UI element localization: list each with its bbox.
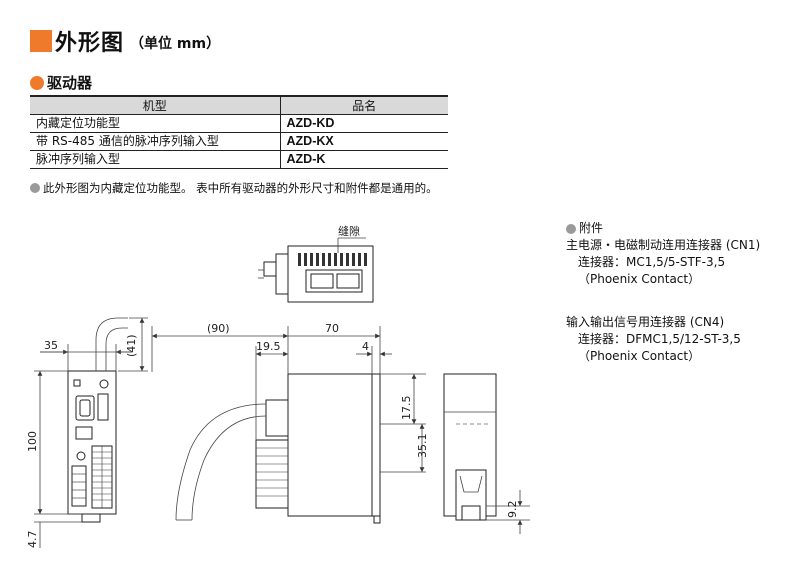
note-bullet-icon	[30, 183, 40, 193]
top-view-cable-stub	[263, 261, 277, 277]
page-title: 外形图 （单位 mm）	[30, 28, 221, 56]
table-cell-type: 脉冲序列输入型	[30, 150, 280, 169]
dim-35-1: 35.1	[416, 434, 429, 459]
top-view-vent-slots	[298, 253, 367, 266]
side-cn4-connector	[255, 439, 289, 509]
side-cable-connector	[265, 399, 289, 437]
front-led-icon	[99, 379, 109, 389]
accessory-maker: （Phoenix Contact）	[578, 349, 701, 363]
front-rotary-switch-icon	[76, 451, 86, 461]
dim-cable-41: (41)	[125, 334, 138, 357]
front-small-connector	[75, 426, 93, 440]
dim-bottom-4-7: 4.7	[26, 531, 39, 549]
side-view: (90) 70 19.5 4 17.5 35.1	[151, 322, 429, 524]
table-note: 此外形图为内藏定位功能型。 表中所有驱动器的外形尺寸和附件都是通用的。	[30, 180, 438, 196]
accessory-name: 主电源・电磁制动连用连接器 (CN1)	[566, 238, 761, 252]
front-din-clip	[81, 513, 101, 523]
accessories-head-label: 附件	[579, 221, 604, 235]
front-switch	[97, 393, 109, 421]
table-cell-product: AZD-KD	[279, 114, 448, 133]
dim-width-35: 35	[44, 339, 58, 352]
dim-4: 4	[362, 340, 369, 353]
front-view: (41) 35 100 4.7	[26, 317, 148, 549]
accessory-connector: 连接器：MC1,5/5-STF-3,5	[578, 255, 726, 269]
accessory-name: 输入输出信号用连接器 (CN4)	[566, 315, 725, 329]
rj45-port-1	[310, 273, 334, 289]
table-cell-product: AZD-KX	[279, 132, 448, 151]
gap-label: 缝隙	[338, 224, 360, 238]
title-marker-square	[30, 30, 52, 52]
section-heading: 驱动器	[30, 72, 92, 93]
title-unit: （单位 mm）	[130, 36, 221, 52]
note-text: 此外形图为内藏定位功能型。 表中所有驱动器的外形尺寸和附件都是通用的。	[43, 181, 438, 195]
title-text: 外形图	[55, 31, 125, 56]
dim-9-2: 9.2	[506, 501, 519, 519]
dim-19-5: 19.5	[256, 340, 281, 353]
table-header-product: 品名	[279, 95, 448, 115]
model-table: 机型 品名 内藏定位功能型 AZD-KD 带 RS-485 通信的脉冲序列输入型…	[30, 95, 448, 169]
accessories-heading: 附件	[566, 220, 760, 237]
table-header-row: 机型 品名	[30, 95, 448, 115]
table-cell-product: AZD-K	[279, 150, 448, 169]
section-dot-icon	[30, 75, 44, 90]
accessory-maker: （Phoenix Contact）	[578, 272, 701, 286]
top-view-front	[275, 253, 289, 295]
accessory-connector: 连接器：DFMC1,5/12-ST-3,5	[578, 332, 741, 346]
side-view-body	[287, 373, 381, 517]
front-cable	[95, 317, 128, 371]
table-row: 脉冲序列输入型 AZD-K	[30, 150, 448, 169]
side-cable	[175, 403, 267, 521]
rear-view: 9.2	[443, 373, 530, 534]
accessories-bullet-icon	[566, 223, 576, 234]
dim-depth-70: 70	[325, 322, 339, 335]
section-label: 驱动器	[47, 74, 93, 92]
table-cell-type: 内藏定位功能型	[30, 114, 280, 133]
accessories-block: 附件 主电源・电磁制动连用连接器 (CN1) 连接器：MC1,5/5-STF-3…	[566, 220, 760, 365]
table-header-type: 机型	[30, 95, 280, 115]
front-cn1-connector	[71, 465, 87, 507]
table-row: 内藏定位功能型 AZD-KD	[30, 114, 448, 133]
table-cell-type: 带 RS-485 通信的脉冲序列输入型	[30, 132, 280, 151]
dim-height-100: 100	[26, 431, 39, 452]
rj45-port-2	[336, 273, 360, 289]
dim-depth-90: (90)	[207, 322, 230, 335]
table-row: 带 RS-485 通信的脉冲序列输入型 AZD-KX	[30, 132, 448, 151]
dim-17-5: 17.5	[400, 396, 413, 421]
top-view: 缝隙	[258, 224, 374, 303]
